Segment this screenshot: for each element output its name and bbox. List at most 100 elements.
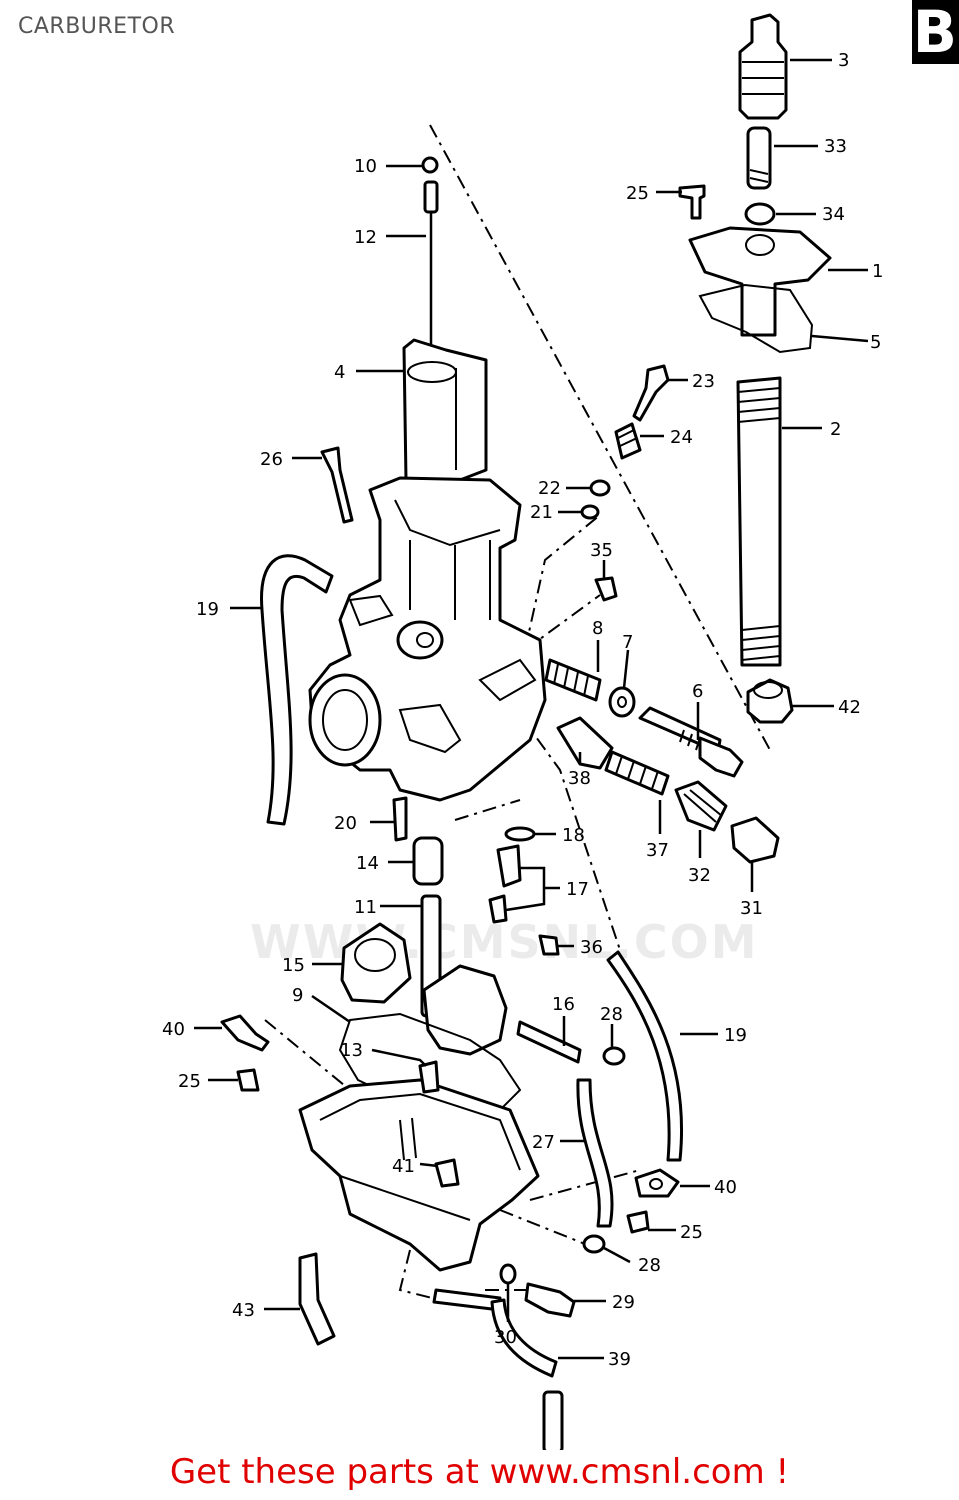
hose-clamp-upper [602,1046,626,1066]
jet-needle [423,180,439,355]
callout-19-left: 19 [196,599,219,620]
air-screw [632,364,670,422]
throttle-slide [402,338,488,482]
callout-41: 41 [392,1156,415,1177]
starter-nut [674,780,728,832]
callout-21: 21 [530,502,553,523]
carburetor-body [308,476,547,802]
air-screw-spring [614,422,642,460]
callout-39: 39 [608,1349,631,1370]
callout-40-right: 40 [714,1177,737,1198]
callout-38: 38 [568,768,591,789]
screw-right [626,1210,650,1234]
callout-4: 4 [334,362,345,383]
chamber-screw [418,1060,440,1094]
callout-28-lower: 28 [638,1255,661,1276]
callout-16: 16 [552,994,575,1015]
callout-25-right: 25 [680,1222,703,1243]
nut [744,202,776,226]
callout-35: 35 [590,540,613,561]
callout-42: 42 [838,697,861,718]
callout-19-right: 19 [724,1025,747,1046]
float-right [422,964,508,1056]
cable-adjuster [746,126,772,190]
callout-labels: 3 33 25 34 1 5 10 12 4 23 24 2 26 22 21 … [162,50,883,1370]
bracket [298,1252,336,1346]
callout-27: 27 [532,1132,555,1153]
small-screw [538,934,560,956]
washer-small [580,504,600,520]
callout-15: 15 [282,955,305,976]
leader-lines [194,58,869,1360]
callout-3: 3 [838,50,849,71]
top-gasket [698,283,814,354]
screw [678,184,706,220]
callout-18: 18 [562,825,585,846]
callout-22: 22 [538,478,561,499]
callout-8: 8 [592,618,603,639]
exploded-parts-diagram: 3 33 25 34 1 5 10 12 4 23 24 2 26 22 21 … [162,13,883,1450]
needle-clip [421,156,439,174]
spring [544,658,602,702]
vent-hose-right [606,950,684,1162]
callout-24: 24 [670,427,693,448]
callout-28-upper: 28 [600,1004,623,1025]
callout-36: 36 [580,937,603,958]
plug-screw [594,576,618,602]
bolt-long [320,446,354,524]
starter-spring [604,750,670,796]
callout-6: 6 [692,681,703,702]
float-valve-set [488,844,522,924]
footer-link[interactable]: Get these parts at www.cmsnl.com ! [169,1452,790,1492]
callout-1: 1 [872,261,883,282]
screw-left [236,1068,260,1092]
callout-25-left: 25 [178,1071,201,1092]
callout-12: 12 [354,227,377,248]
callout-31: 31 [740,898,763,919]
page-title: CARBURETOR [18,14,176,39]
callout-43: 43 [232,1300,255,1321]
callout-40-left: 40 [162,1019,185,1040]
clip-left [220,1014,270,1052]
watermark: WWW.CMSNL.COM [250,915,759,969]
cap-small [589,479,611,497]
callout-25-top: 25 [626,183,649,204]
callout-29: 29 [612,1292,635,1313]
callout-10: 10 [354,156,377,177]
callout-5: 5 [870,332,881,353]
clip-right [634,1168,680,1198]
mixing-chamber-top [688,226,832,337]
overflow-hose [576,1078,614,1228]
callout-17: 17 [566,879,589,900]
drain-plug [434,1158,460,1188]
drain-pipe [432,1288,502,1312]
washer [608,686,636,718]
main-jet [412,836,444,886]
float-left [340,922,412,1004]
callout-11: 11 [354,897,377,918]
vent-hose-left [260,554,334,826]
callout-13: 13 [340,1040,363,1061]
callout-7: 7 [622,632,633,653]
throttle-valve-spring [736,376,782,667]
o-ring [504,826,536,842]
drain-hose [490,1298,564,1450]
callout-23: 23 [692,371,715,392]
callout-33: 33 [824,136,847,157]
callout-37: 37 [646,840,669,861]
drain-screw [524,1282,576,1318]
callout-32: 32 [688,865,711,886]
drain-plug-small [499,1263,517,1285]
callout-30: 30 [494,1327,517,1348]
callout-34: 34 [822,204,845,225]
float-pin [516,1020,582,1064]
float-chamber [298,1078,540,1272]
starter-plunger [556,716,614,770]
callout-9: 9 [292,985,303,1006]
callout-2: 2 [830,419,841,440]
section-marker: B [912,0,959,64]
pilot-jet [392,796,408,842]
throttle-valve [746,678,794,724]
hose-clamp-lower [582,1234,606,1254]
throttle-stop-screw [638,706,744,778]
